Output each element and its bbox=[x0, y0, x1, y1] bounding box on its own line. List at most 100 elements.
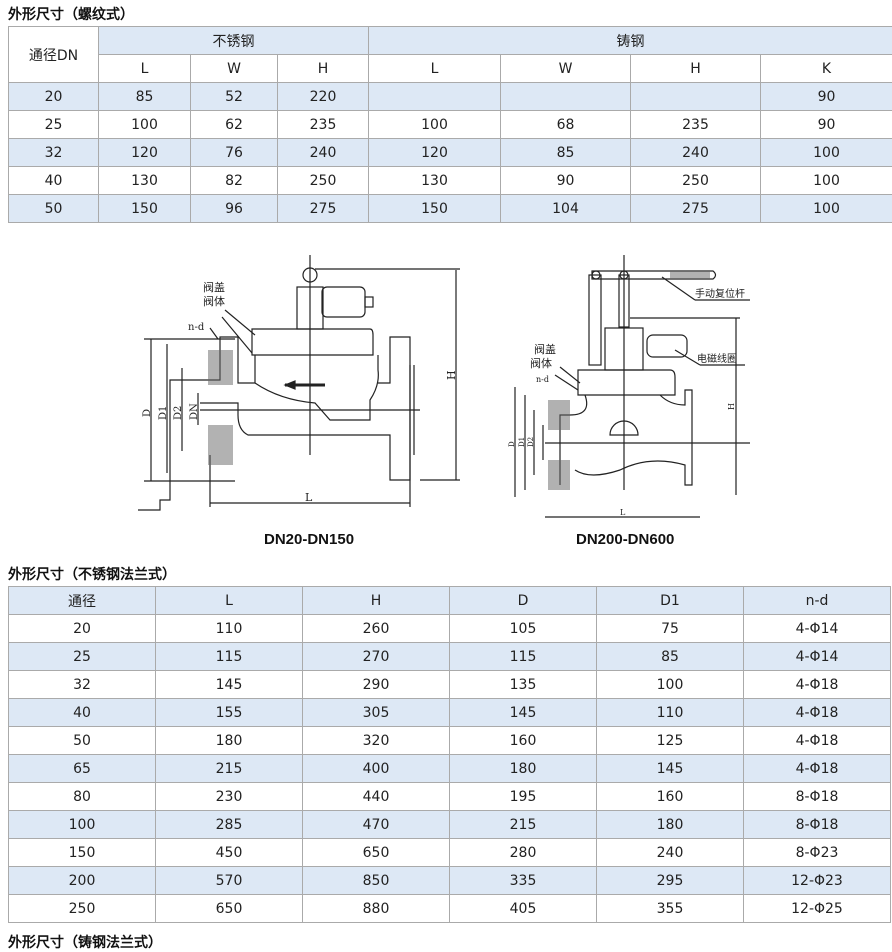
table-cell: 290 bbox=[303, 671, 450, 699]
column-header: H bbox=[631, 55, 761, 83]
table-cell: 440 bbox=[303, 783, 450, 811]
table-cell: 305 bbox=[303, 699, 450, 727]
table-cell: 230 bbox=[156, 783, 303, 811]
table-cell: 275 bbox=[631, 195, 761, 223]
column-header: n-d bbox=[744, 587, 891, 615]
table-cell: 335 bbox=[450, 867, 597, 895]
stainless-group-header: 不锈钢 bbox=[99, 27, 369, 55]
table-cell: 4-Φ18 bbox=[744, 671, 891, 699]
table-cell: 110 bbox=[597, 699, 744, 727]
table-cell: 570 bbox=[156, 867, 303, 895]
table-cell: 880 bbox=[303, 895, 450, 923]
label-D2: D2 bbox=[527, 437, 535, 447]
column-header: L bbox=[156, 587, 303, 615]
table-cell: 450 bbox=[156, 839, 303, 867]
section-title-cast-flange: 外形尺寸（铸钢法兰式） bbox=[8, 932, 162, 952]
table-cell: 12-Φ25 bbox=[744, 895, 891, 923]
label-bonnet: 阀盖 bbox=[534, 342, 556, 356]
table-cell: 235 bbox=[631, 111, 761, 139]
table-cell: 40 bbox=[9, 699, 156, 727]
label-nd: n-d bbox=[188, 322, 205, 333]
table-cell: 160 bbox=[597, 783, 744, 811]
valve-diagram-dn20-dn150: 阀盖 阀体 n-d D D1 D2 DN L H bbox=[130, 255, 470, 525]
cast-group-header: 铸钢 bbox=[369, 27, 892, 55]
table-cell: 150 bbox=[9, 839, 156, 867]
label-L: L bbox=[305, 491, 313, 504]
label-D2: D2 bbox=[173, 406, 184, 420]
table-cell: 80 bbox=[9, 783, 156, 811]
column-header: H bbox=[303, 587, 450, 615]
label-lever: 手动复位杆 bbox=[695, 287, 745, 300]
table-cell: 68 bbox=[501, 111, 631, 139]
label-D: D bbox=[142, 409, 153, 417]
table-cell: 195 bbox=[450, 783, 597, 811]
table-cell: 4-Φ14 bbox=[744, 615, 891, 643]
section-title-stainless-flange: 外形尺寸（不锈钢法兰式） bbox=[8, 564, 176, 584]
table-cell: 100 bbox=[369, 111, 501, 139]
table-cell: 105 bbox=[450, 615, 597, 643]
table-cell: 4-Φ18 bbox=[744, 727, 891, 755]
table-cell: 8-Φ23 bbox=[744, 839, 891, 867]
table-cell: 4-Φ14 bbox=[744, 643, 891, 671]
label-body: 阀体 bbox=[530, 356, 552, 370]
table-cell: 280 bbox=[450, 839, 597, 867]
table-cell: 135 bbox=[450, 671, 597, 699]
table-cell: 650 bbox=[156, 895, 303, 923]
dn-header: 通径DN bbox=[9, 27, 99, 83]
column-header: D bbox=[450, 587, 597, 615]
caption-dn200-dn600: DN200-DN600 bbox=[576, 531, 674, 548]
label-D1: D1 bbox=[518, 437, 526, 447]
table-cell: 115 bbox=[156, 643, 303, 671]
table-cell: 90 bbox=[761, 83, 892, 111]
table-cell: 240 bbox=[597, 839, 744, 867]
label-nd: n-d bbox=[536, 375, 549, 384]
table-cell: 32 bbox=[9, 139, 99, 167]
table-cell: 12-Φ23 bbox=[744, 867, 891, 895]
table-cell: 50 bbox=[9, 195, 99, 223]
label-coil: 电磁线圈 bbox=[697, 352, 737, 365]
label-bonnet: 阀盖 bbox=[203, 280, 225, 294]
column-header: K bbox=[761, 55, 892, 83]
table-cell: 8-Φ18 bbox=[744, 811, 891, 839]
table-cell: 400 bbox=[303, 755, 450, 783]
table-cell: 405 bbox=[450, 895, 597, 923]
table-cell: 110 bbox=[156, 615, 303, 643]
table-cell: 200 bbox=[9, 867, 156, 895]
table-cell: 100 bbox=[761, 139, 892, 167]
column-header: W bbox=[501, 55, 631, 83]
table-cell: 100 bbox=[761, 167, 892, 195]
column-header: W bbox=[191, 55, 278, 83]
table-cell: 260 bbox=[303, 615, 450, 643]
table-cell: 220 bbox=[278, 83, 369, 111]
column-header: H bbox=[278, 55, 369, 83]
table-cell: 240 bbox=[631, 139, 761, 167]
table-cell: 160 bbox=[450, 727, 597, 755]
table-cell: 20 bbox=[9, 615, 156, 643]
column-header: 通径 bbox=[9, 587, 156, 615]
table-cell: 4-Φ18 bbox=[744, 755, 891, 783]
table-cell: 180 bbox=[597, 811, 744, 839]
table-cell: 120 bbox=[369, 139, 501, 167]
label-D1: D1 bbox=[158, 406, 169, 420]
table-cell: 90 bbox=[761, 111, 892, 139]
table-cell: 850 bbox=[303, 867, 450, 895]
table-cell: 240 bbox=[278, 139, 369, 167]
column-header: L bbox=[369, 55, 501, 83]
table-cell: 76 bbox=[191, 139, 278, 167]
table-cell: 180 bbox=[156, 727, 303, 755]
label-L: L bbox=[620, 508, 626, 517]
label-DN: DN bbox=[189, 403, 200, 420]
table-cell: 100 bbox=[761, 195, 892, 223]
table-cell: 85 bbox=[99, 83, 191, 111]
